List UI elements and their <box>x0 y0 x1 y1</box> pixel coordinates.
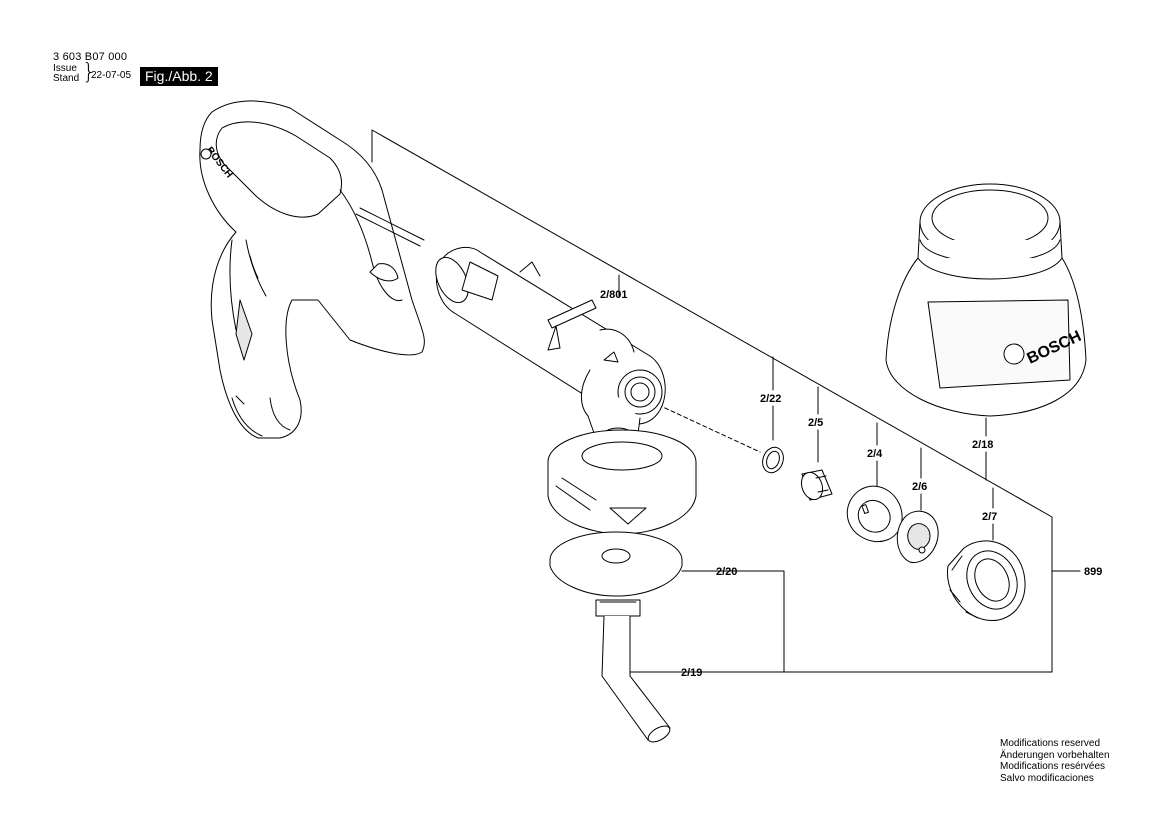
nozzle-insert-part-2-6 <box>896 510 939 564</box>
spray-gun-handle: BOSCH <box>199 100 425 439</box>
figure-label: Fig./Abb. 2 <box>140 67 218 86</box>
paint-container-part-2-18: BOSCH <box>885 183 1087 417</box>
callout-2-19: 2/19 <box>681 667 702 679</box>
callout-2-4: 2/4 <box>867 448 883 460</box>
brace-glyph: } <box>82 60 96 85</box>
issue-date: 22-07-05 <box>91 70 132 81</box>
notice-line-fr: Modifications resérvées <box>1000 761 1106 772</box>
gasket-disc-part-2-20 <box>549 531 683 597</box>
callout-2-6: 2/6 <box>912 481 927 493</box>
callout-2-22: 2/22 <box>760 393 781 405</box>
notice-line-en: Modifications reserved <box>1000 738 1101 749</box>
suction-tube-part-2-19 <box>595 599 671 743</box>
callout-2-801: 2/801 <box>600 289 628 301</box>
callout-2-18: 2/18 <box>972 439 993 451</box>
issue-stand-label: Issue Stand <box>53 64 79 84</box>
callout-2-5: 2/5 <box>808 417 823 429</box>
notice-line-es: Salvo modificaciones <box>1000 772 1094 784</box>
modifications-notice: Modifications reserved Änderungen vorbeh… <box>1000 738 1110 784</box>
callout-899: 899 <box>1084 566 1102 578</box>
gun-body-part-2-801 <box>435 246 666 453</box>
o-ring-part-2-22 <box>762 446 784 474</box>
stand-label: Stand <box>53 73 80 84</box>
callout-2-20: 2/20 <box>716 566 737 578</box>
leader-lines <box>371 129 1081 673</box>
union-nut-part-2-7 <box>946 540 1026 621</box>
valve-part-2-5 <box>800 469 833 501</box>
callout-2-7: 2/7 <box>982 511 997 523</box>
issue-label: Issue <box>53 63 77 74</box>
notice-line-de: Änderungen vorbehalten <box>1000 749 1110 761</box>
part-code: 3 603 B07 000 <box>53 51 128 63</box>
nozzle-housing <box>547 429 697 535</box>
retainer-ring-part-2-4 <box>846 485 903 543</box>
